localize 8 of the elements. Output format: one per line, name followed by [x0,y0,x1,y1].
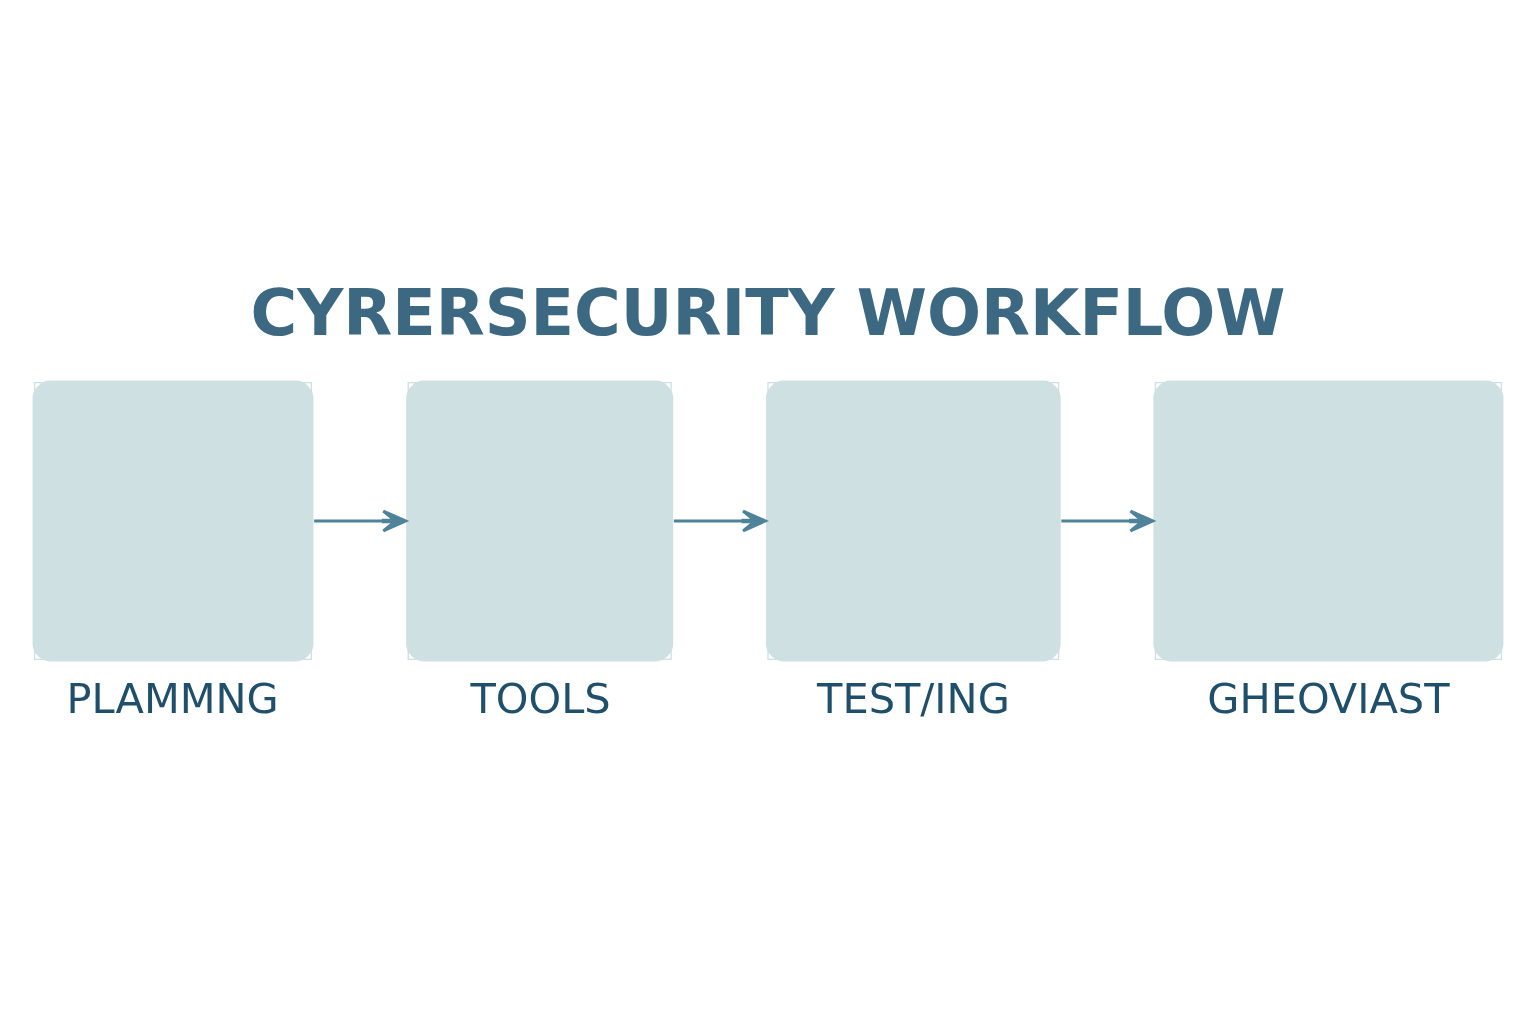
node-label: PLAMMNG [66,674,279,724]
node-label: TOOLS [470,674,611,724]
arrow [673,509,767,533]
diagram-title: CYRERSECURITY WORKFLOW [250,275,1286,350]
arrow [314,509,407,533]
node-label: TEST/ING [817,674,1010,724]
arrow [1061,509,1155,533]
node-label: GHEOVIAST [1207,674,1450,724]
